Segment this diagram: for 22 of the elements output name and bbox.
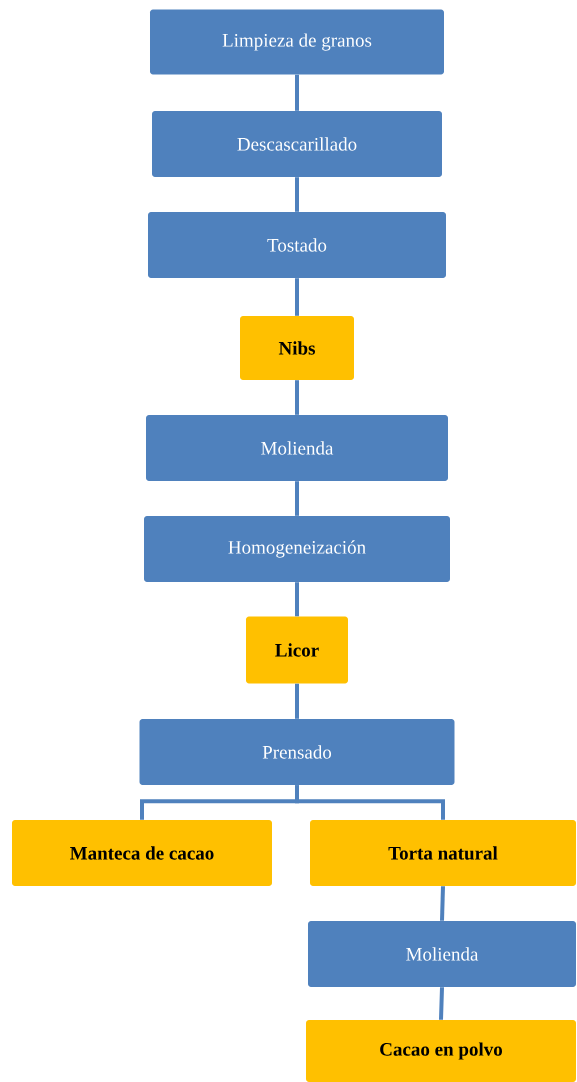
connector-line (295, 785, 445, 820)
connector-line (295, 683, 299, 719)
product-box: Cacao en polvo (306, 1020, 576, 1082)
process-box: Prensado (139, 719, 455, 785)
connector-line (295, 481, 299, 516)
connector-line (440, 886, 445, 921)
connector-line (439, 987, 444, 1020)
process-box: Molienda (146, 415, 448, 481)
process-box: Tostado (148, 212, 446, 278)
product-box: Nibs (240, 316, 354, 380)
process-box: Molienda (308, 921, 576, 987)
connector-line (295, 278, 299, 316)
connector-line (295, 582, 299, 617)
connector-line (295, 74, 299, 111)
connector-line (295, 380, 299, 415)
product-box: Torta natural (310, 820, 576, 886)
connector-line (295, 177, 299, 212)
process-box: Limpieza de granos (150, 9, 444, 75)
process-box: Homogeneización (144, 516, 450, 582)
process-box: Descascarillado (152, 111, 442, 177)
product-box: Manteca de cacao (12, 820, 272, 886)
product-box: Licor (246, 616, 348, 684)
